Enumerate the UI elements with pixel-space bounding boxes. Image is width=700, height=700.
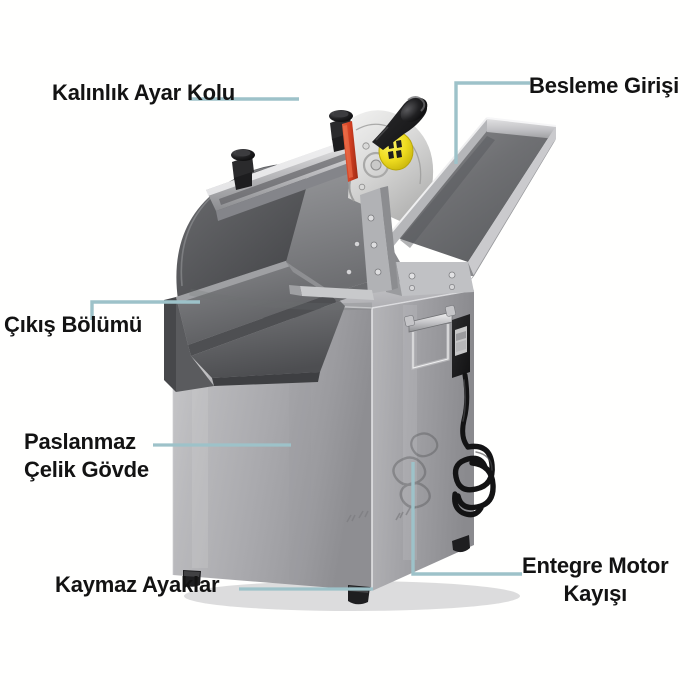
side-text-etching <box>395 506 416 521</box>
callout-label-feed-inlet: Besleme Girişi <box>529 73 680 98</box>
callout-label-motor-belt: Entegre Motor Kayışı <box>522 553 669 607</box>
thickness-adjust-lever <box>372 96 428 150</box>
control-panel <box>452 207 470 378</box>
support-column <box>360 186 398 294</box>
callout-label-stainless-body: Paslanmaz Çelik Gövde <box>24 429 149 483</box>
front-text-etching <box>346 510 369 523</box>
cabinet-handle <box>404 305 456 371</box>
clamp-knob-left <box>231 149 255 190</box>
callout-label-thickness-lever: Kalınlık Ayar Kolu <box>52 80 236 105</box>
callout-label-output-section: Çıkış Bölümü <box>4 312 143 337</box>
top-rail-assembly <box>206 110 359 221</box>
callout-label-nonslip-feet: Kaymaz Ayaklar <box>55 572 220 597</box>
